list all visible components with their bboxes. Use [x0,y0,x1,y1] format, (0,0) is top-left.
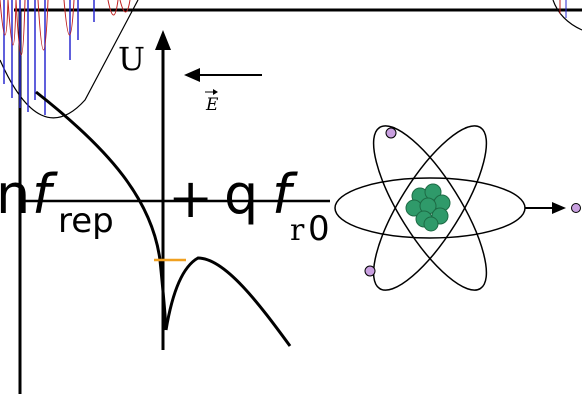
formula-zero-subscript: 0 [308,209,330,249]
formula-plus: + [168,167,213,230]
r-axis-label: r [290,213,305,248]
electron-bottom [364,265,376,277]
formula-f-rep: f [32,163,58,226]
inset-envelope-curve [0,0,139,119]
field-arrow-head [184,68,200,82]
u-axis-label: U [118,40,145,78]
formula-rep-subscript: rep [58,201,114,241]
formula: n f rep + q f 0 [0,163,330,249]
field-label: E [205,95,219,115]
formula-left-fragment: n [0,163,30,226]
u-axis-arrowhead [155,30,171,50]
atom-orbit-right-tilt [372,125,488,291]
inset-wave-red [0,0,131,56]
wavefunction-inset [0,0,139,119]
electron-top [385,127,397,139]
barrier-branch [164,256,292,347]
field-vector-arrowhead [213,89,218,95]
inset-wave-blue [3,0,95,115]
potential-curve [35,90,292,347]
atom-icon [334,125,581,291]
atom-arrow-head [552,202,566,214]
corner-fragment-top-right [552,0,582,31]
electric-field-indicator: E [184,68,262,115]
formula-q: q [224,163,258,226]
repulsive-branch [35,90,168,331]
electron-ejected [571,203,581,213]
atom-orbit-left-tilt [372,125,488,291]
atom-nucleus [405,183,451,232]
